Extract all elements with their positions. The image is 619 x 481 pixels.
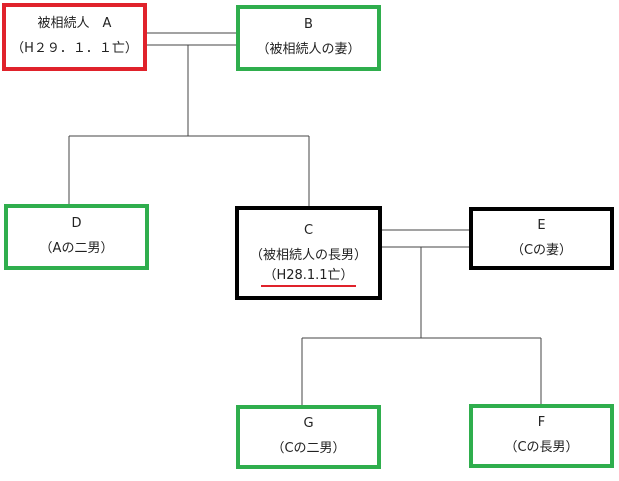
person-c-relation: （被相続人の長男） — [249, 247, 367, 263]
person-e-relation: （Cの妻） — [510, 242, 573, 258]
person-c-death-date: （H28.1.1亡） — [261, 268, 356, 288]
person-f-name: F — [537, 415, 546, 431]
person-box-e: E （Cの妻） — [469, 207, 614, 270]
person-a-death-date: （H２９．１．１亡） — [11, 41, 138, 56]
person-box-a: 被相続人 A （H２９．１．１亡） — [2, 3, 147, 71]
person-box-d: D （Aの二男） — [4, 204, 149, 270]
person-g-name: G — [303, 416, 314, 432]
person-box-g: G （Cの二男） — [236, 405, 381, 469]
person-d-name: D — [71, 216, 82, 232]
person-box-c: C （被相続人の長男） （H28.1.1亡） — [235, 206, 382, 300]
person-b-relation: （被相続人の妻） — [256, 42, 361, 57]
person-e-name: E — [537, 217, 546, 233]
person-box-f: F （Cの長男） — [469, 404, 614, 468]
person-c-name: C — [303, 222, 314, 238]
person-b-name: B — [304, 17, 313, 33]
person-d-relation: （Aの二男） — [39, 241, 114, 256]
person-box-b: B （被相続人の妻） — [236, 5, 381, 71]
person-a-name: 被相続人 A — [37, 16, 112, 32]
person-g-relation: （Cの二男） — [271, 441, 346, 456]
person-f-relation: （Cの長男） — [504, 440, 579, 455]
